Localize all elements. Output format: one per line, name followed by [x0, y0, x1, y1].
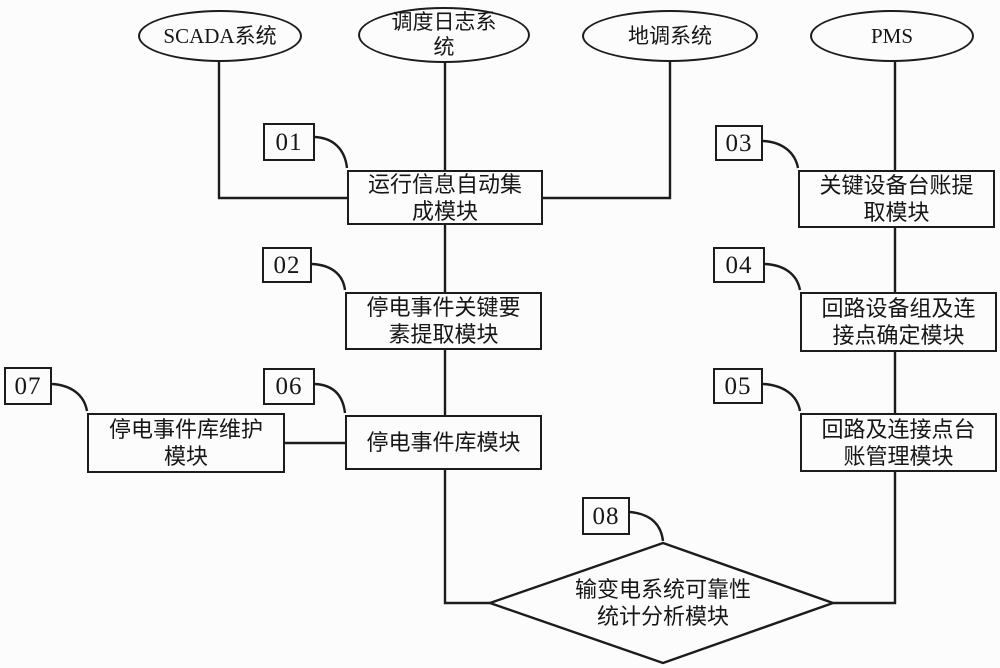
tag-number: 01: [275, 128, 303, 156]
source-ellipse-scada: SCADA系统: [138, 10, 302, 62]
tag-number: 06: [275, 373, 303, 400]
module-tag-07: 07: [4, 367, 52, 405]
tag-number: 07: [14, 372, 42, 400]
source-label: 地调系统: [628, 23, 712, 48]
module-box-circuit-connection-ledger-management: 回路及连接点台账管理模块: [800, 413, 997, 472]
source-label: PMS: [870, 23, 914, 48]
module-tag-01: 01: [263, 123, 315, 161]
module-label: 停电事件库维护模块: [108, 417, 263, 469]
edge-scada-to-integration: [217, 62, 347, 200]
module-diamond-reliability-analysis: 输变电系统可靠性统计分析模块: [563, 573, 763, 633]
module-tag-03: 03: [715, 125, 763, 161]
source-ellipse-pms: PMS: [810, 10, 974, 62]
module-label: 停电事件关键要素提取模块: [366, 295, 521, 347]
module-label: 关键设备台账提取模块: [819, 173, 974, 225]
leader-tag-06: [314, 382, 347, 414]
module-tag-08: 08: [582, 497, 630, 535]
module-box-key-equipment-ledger-extraction: 关键设备台账提取模块: [798, 170, 995, 228]
source-ellipse-local-dispatch: 地调系统: [582, 10, 758, 62]
leader-tag-03: [762, 139, 800, 169]
leader-tag-07: [51, 382, 89, 412]
leader-tag-02: [311, 262, 347, 291]
module-tag-05: 05: [713, 368, 763, 404]
module-label: 运行信息自动集成模块: [367, 171, 522, 224]
source-label: SCADA系统: [163, 23, 277, 48]
module-label: 回路及连接点台账管理模块: [821, 416, 976, 469]
source-label: 调度日志系统: [391, 10, 497, 59]
module-label: 回路设备组及连接点确定模块: [821, 296, 976, 348]
tag-number: 03: [725, 129, 753, 157]
leader-tag-01: [314, 135, 349, 169]
tag-number: 04: [725, 251, 753, 279]
source-ellipse-dispatch-log: 调度日志系统: [358, 7, 530, 63]
tag-number: 02: [273, 251, 301, 279]
module-label: 停电事件库模块: [366, 430, 521, 455]
module-box-circuit-group-connection-determination: 回路设备组及连接点确定模块: [800, 292, 997, 352]
module-tag-04: 04: [713, 247, 765, 283]
module-box-outage-event-database: 停电事件库模块: [345, 415, 542, 470]
module-tag-02: 02: [262, 247, 312, 283]
module-tag-06: 06: [263, 368, 315, 405]
leader-tag-08: [629, 510, 665, 542]
module-box-outage-event-db-maintenance: 停电事件库维护模块: [87, 413, 285, 473]
leader-tag-05: [762, 382, 802, 412]
module-box-outage-key-factor-extraction: 停电事件关键要素提取模块: [345, 292, 542, 350]
reliability-diamond-shape: [486, 541, 837, 665]
edge-eventdb-to-diamond: [443, 470, 490, 605]
tag-number: 08: [592, 502, 620, 530]
edge-circuitmgmt-to-diamond: [833, 472, 897, 605]
module-label: 输变电系统可靠性统计分析模块: [574, 577, 751, 629]
tag-number: 05: [724, 372, 752, 400]
leader-tag-04: [764, 262, 802, 291]
edge-localdispatch-to-integration: [543, 62, 672, 200]
module-box-operation-info-integration: 运行信息自动集成模块: [347, 170, 543, 225]
